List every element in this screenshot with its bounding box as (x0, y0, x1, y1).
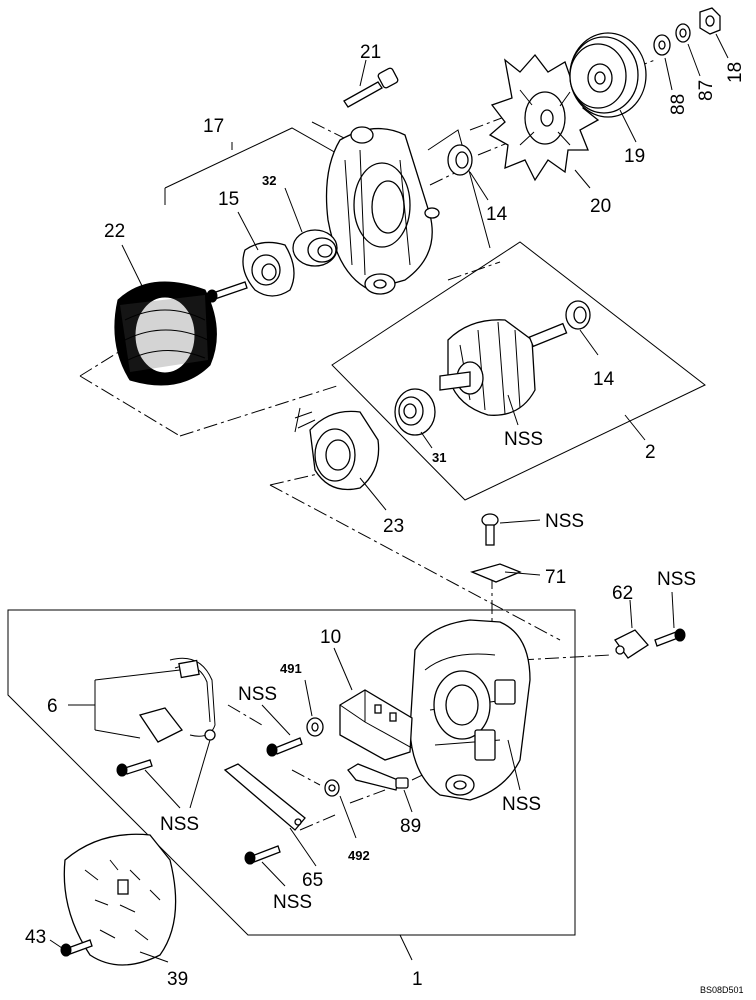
part-17-front-bracket (325, 126, 440, 295)
label-32: 32 (262, 173, 276, 188)
label-1: 1 (412, 969, 423, 990)
part-19-pulley (569, 32, 647, 118)
part-14-seal-upper (447, 144, 473, 176)
label-87: 87 (696, 80, 717, 101)
label-23: 23 (383, 516, 404, 537)
part-nss-bolt-71 (481, 513, 499, 546)
part-21-bolt (343, 67, 399, 108)
part-rear-frame (409, 619, 531, 801)
label-18: 18 (725, 62, 746, 83)
part-71-clip (470, 563, 522, 583)
label-65: 65 (302, 870, 323, 891)
part-nss-screw-62 (654, 628, 686, 647)
label-71: 71 (545, 567, 566, 588)
part-31-bearing (394, 388, 436, 436)
part-88-washer (653, 34, 671, 56)
part-rotor-nss (439, 319, 568, 416)
label-22: 22 (104, 221, 125, 242)
label-492: 492 (348, 848, 370, 863)
label-nss-bolt: NSS (545, 511, 584, 532)
label-15: 15 (218, 189, 239, 210)
label-19: 19 (624, 146, 645, 167)
label-39: 39 (167, 969, 188, 990)
label-nss-65: NSS (273, 892, 312, 913)
label-2: 2 (645, 442, 656, 463)
part-14-seal-lower (565, 300, 591, 330)
assembly-outline-2 (331, 241, 706, 501)
part-32-bearing (292, 229, 338, 267)
part-87-lockwasher (675, 23, 691, 43)
part-15-retainer (206, 241, 295, 303)
part-nss-screw-491 (266, 737, 303, 757)
label-20: 20 (590, 196, 611, 217)
part-nss-screw-6 (116, 759, 153, 777)
part-492-spacer (324, 779, 340, 797)
label-nss-6: NSS (160, 814, 199, 835)
label-88: 88 (668, 94, 689, 115)
part-39-rear-cover (63, 833, 177, 966)
part-22-stator (114, 281, 217, 386)
part-89-terminal (347, 763, 409, 791)
label-nss-rotor: NSS (504, 429, 543, 450)
label-6: 6 (47, 696, 58, 717)
label-14a: 14 (486, 204, 508, 225)
part-nss-screw-65 (244, 845, 281, 865)
label-nss-frame: NSS (502, 794, 541, 815)
label-21: 21 (360, 42, 381, 63)
reference-code: BS08D501 (700, 985, 744, 995)
part-65-bar (223, 763, 306, 831)
part-491-spacer (306, 717, 324, 737)
part-62-terminal (614, 629, 649, 659)
label-89: 89 (400, 816, 421, 837)
part-6-harness (138, 657, 216, 743)
assembly-outline-17 (164, 127, 346, 189)
label-14b: 14 (593, 369, 615, 390)
bracket-14-20 (427, 129, 491, 249)
assembly-outline-1 (7, 609, 576, 936)
label-31: 31 (432, 450, 446, 465)
label-nss-491: NSS (238, 684, 277, 705)
label-17: 17 (203, 116, 224, 137)
part-43-screw (60, 939, 93, 957)
label-62: 62 (612, 583, 633, 604)
label-491: 491 (280, 661, 302, 676)
label-43: 43 (25, 927, 46, 948)
part-18-nut (699, 7, 721, 35)
label-nss-62: NSS (657, 569, 696, 590)
label-10: 10 (320, 627, 341, 648)
part-23-slipring (294, 407, 380, 491)
part-10-regulator (339, 689, 413, 761)
